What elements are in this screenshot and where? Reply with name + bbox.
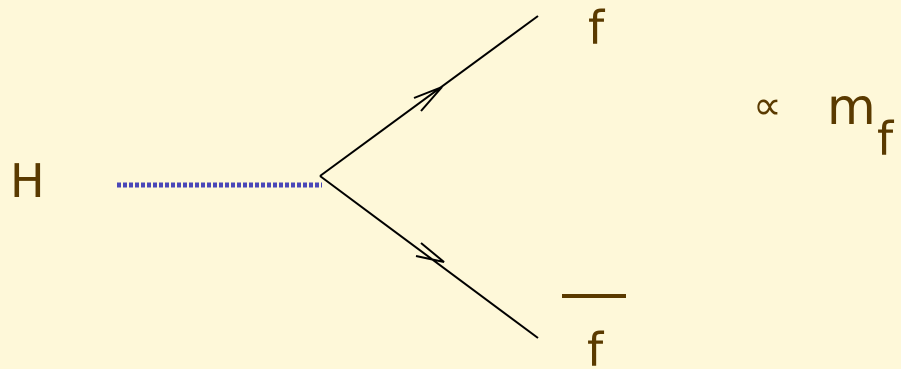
mass-symbol: m: [827, 78, 876, 136]
antifermion-line: [319, 175, 539, 339]
mass-subscript: f: [877, 112, 894, 166]
antifermion-arrow-icon: [415, 242, 445, 263]
proportional-symbol: ∝: [753, 83, 782, 129]
fermion-line: [319, 15, 539, 177]
antifermion-label: f: [587, 323, 604, 369]
higgs-label: H: [10, 154, 45, 208]
fermion-arrow-icon: [413, 86, 443, 112]
fermion-label: f: [588, 1, 605, 55]
